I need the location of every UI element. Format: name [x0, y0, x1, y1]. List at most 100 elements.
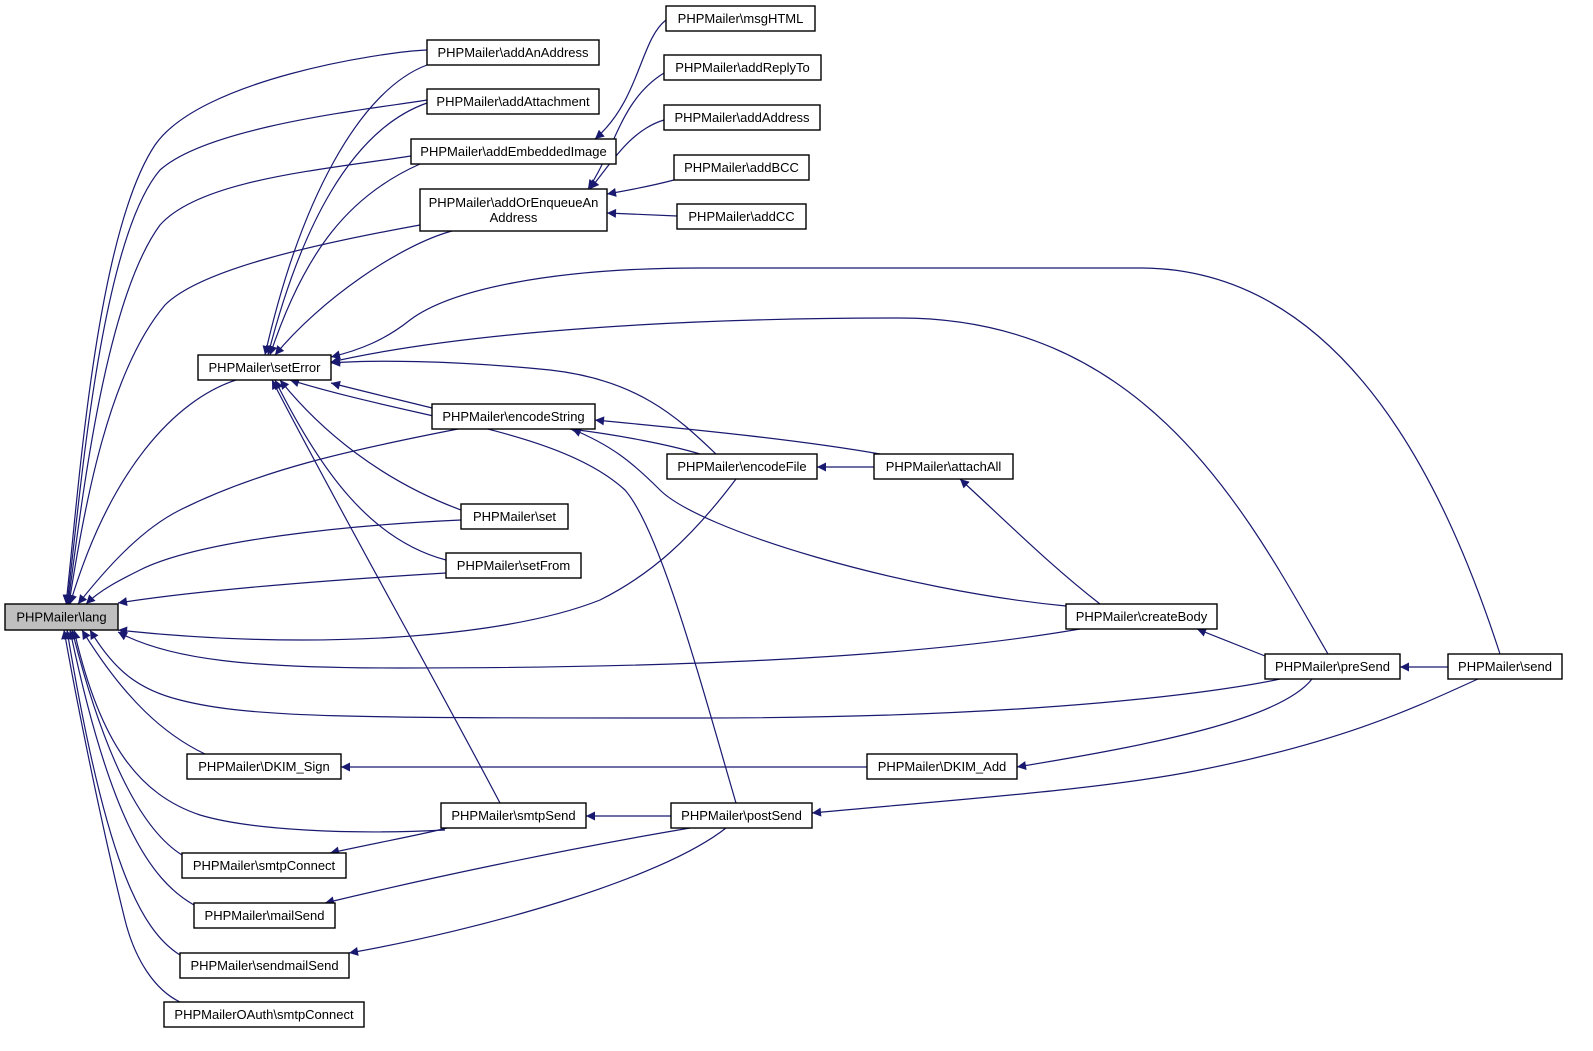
edge-addEmbeddedImage-to-setError: [268, 163, 421, 356]
node-label-preSend: PHPMailer\preSend: [1275, 659, 1390, 674]
node-set[interactable]: PHPMailer\set: [460, 503, 569, 530]
edge-mailSend-to-lang: [67, 629, 195, 906]
node-box-addOrEnqueue[interactable]: [419, 188, 608, 232]
node-DKIM_Add[interactable]: PHPMailer\DKIM_Add: [866, 753, 1018, 780]
node-box-setFrom[interactable]: [445, 552, 582, 579]
node-addBCC[interactable]: PHPMailer\addBCC: [673, 154, 810, 181]
edge-addAnAddress-to-lang: [62, 49, 428, 605]
edge-createBody-to-lang: [117, 628, 1081, 669]
node-box-postSend[interactable]: [670, 802, 813, 829]
node-box-DKIM_Add[interactable]: [866, 753, 1018, 780]
node-box-encodeString[interactable]: [431, 403, 596, 430]
node-msgHTML[interactable]: PHPMailer\msgHTML: [665, 5, 816, 32]
edge-createBody-to-attachAll: [959, 478, 1101, 605]
node-label-mailSend: PHPMailer\mailSend: [205, 908, 325, 923]
edge-send-to-postSend: [811, 678, 1479, 817]
node-sendmailSend[interactable]: PHPMailer\sendmailSend: [179, 952, 350, 979]
node-box-lang[interactable]: [4, 603, 119, 631]
node-label-addOrEnqueue-line1: PHPMailer\addOrEnqueueAn: [429, 195, 599, 210]
node-box-oauthSmtpConnect[interactable]: [163, 1001, 365, 1028]
node-DKIM_Sign[interactable]: PHPMailer\DKIM_Sign: [186, 753, 342, 780]
node-box-addCC[interactable]: [676, 203, 807, 230]
node-box-createBody[interactable]: [1065, 603, 1218, 630]
node-setError[interactable]: PHPMailer\setError: [197, 354, 332, 381]
node-label-postSend: PHPMailer\postSend: [681, 808, 802, 823]
edge-encodeFile-to-setError: [330, 357, 717, 455]
edge-postSend-to-setError: [289, 378, 737, 804]
node-addEmbeddedImage[interactable]: PHPMailer\addEmbeddedImage: [410, 138, 617, 165]
node-send[interactable]: PHPMailer\send: [1447, 653, 1563, 680]
edge-set-to-lang: [85, 519, 462, 605]
node-box-set[interactable]: [460, 503, 569, 530]
node-encodeFile[interactable]: PHPMailer\encodeFile: [666, 453, 818, 480]
node-smtpConnect[interactable]: PHPMailer\smtpConnect: [181, 852, 347, 879]
node-label-set: PHPMailer\set: [473, 509, 556, 524]
node-smtpSend[interactable]: PHPMailer\smtpSend: [440, 802, 587, 829]
edge-DKIM_Sign-to-lang: [81, 629, 206, 755]
node-lang[interactable]: PHPMailer\lang: [4, 603, 119, 631]
node-box-setError[interactable]: [197, 354, 332, 381]
edge-setFrom-to-lang: [117, 572, 447, 607]
node-label-addOrEnqueue-line2: Address: [490, 210, 538, 225]
node-setFrom[interactable]: PHPMailer\setFrom: [445, 552, 582, 579]
edge-setFrom-to-setError: [274, 379, 447, 561]
nodes-layer: PHPMailer\langPHPMailer\addAnAddressPHPM…: [4, 5, 1563, 1028]
node-addAddress[interactable]: PHPMailer\addAddress: [663, 104, 821, 131]
node-addAttachment[interactable]: PHPMailer\addAttachment: [426, 88, 600, 115]
edge-oauthSmtpConnect-to-lang: [61, 629, 181, 1003]
node-attachAll[interactable]: PHPMailer\attachAll: [873, 453, 1014, 480]
edge-setError-to-lang: [68, 379, 237, 605]
edge-smtpSend-to-smtpConnect: [329, 827, 448, 856]
node-box-preSend[interactable]: [1264, 653, 1401, 680]
edge-smtpSend-to-setError: [271, 379, 501, 804]
node-box-addAnAddress[interactable]: [426, 39, 600, 66]
node-label-addBCC: PHPMailer\addBCC: [684, 160, 799, 175]
node-label-attachAll: PHPMailer\attachAll: [886, 459, 1002, 474]
node-box-smtpConnect[interactable]: [181, 852, 347, 879]
node-label-DKIM_Add: PHPMailer\DKIM_Add: [878, 759, 1007, 774]
edge-addBCC-to-addOrEnqueue: [606, 179, 675, 197]
node-postSend[interactable]: PHPMailer\postSend: [670, 802, 813, 829]
edge-smtpSend-to-lang: [71, 629, 446, 833]
node-label-setError: PHPMailer\setError: [209, 360, 322, 375]
node-box-encodeFile[interactable]: [666, 453, 818, 480]
node-box-send[interactable]: [1447, 653, 1563, 680]
node-box-addAddress[interactable]: [663, 104, 821, 131]
edge-addAttachment-to-setError: [265, 102, 428, 356]
node-label-smtpSend: PHPMailer\smtpSend: [451, 808, 575, 823]
node-createBody[interactable]: PHPMailer\createBody: [1065, 603, 1218, 630]
node-box-mailSend[interactable]: [193, 902, 336, 929]
node-mailSend[interactable]: PHPMailer\mailSend: [193, 902, 336, 929]
node-box-addAttachment[interactable]: [426, 88, 600, 115]
edge-encodeString-to-setError: [330, 380, 433, 409]
node-preSend[interactable]: PHPMailer\preSend: [1264, 653, 1401, 680]
edge-attachAll-to-encodeString: [594, 416, 881, 455]
node-oauthSmtpConnect[interactable]: PHPMailerOAuth\smtpConnect: [163, 1001, 365, 1028]
node-box-smtpSend[interactable]: [440, 802, 587, 829]
node-label-addCC: PHPMailer\addCC: [688, 209, 794, 224]
node-addAnAddress[interactable]: PHPMailer\addAnAddress: [426, 39, 600, 66]
edge-postSend-to-sendmailSend: [348, 827, 727, 956]
node-addCC[interactable]: PHPMailer\addCC: [676, 203, 807, 230]
edge-encodeFile-to-encodeString: [569, 425, 701, 455]
node-label-addAnAddress: PHPMailer\addAnAddress: [437, 45, 589, 60]
edge-preSend-to-DKIM_Add: [1016, 678, 1313, 770]
node-label-smtpConnect: PHPMailer\smtpConnect: [193, 858, 336, 873]
node-box-DKIM_Sign[interactable]: [186, 753, 342, 780]
node-box-addBCC[interactable]: [673, 154, 810, 181]
node-addReplyTo[interactable]: PHPMailer\addReplyTo: [663, 54, 822, 81]
node-box-attachAll[interactable]: [873, 453, 1014, 480]
node-label-addReplyTo: PHPMailer\addReplyTo: [675, 60, 809, 75]
node-encodeString[interactable]: PHPMailer\encodeString: [431, 403, 596, 430]
edge-encodeString-to-lang: [77, 428, 459, 605]
node-label-setFrom: PHPMailer\setFrom: [457, 558, 570, 573]
node-box-msgHTML[interactable]: [665, 5, 816, 32]
edge-createBody-to-encodeString: [571, 428, 1067, 607]
node-box-addReplyTo[interactable]: [663, 54, 822, 81]
node-box-sendmailSend[interactable]: [179, 952, 350, 979]
edge-preSend-to-createBody: [1196, 628, 1266, 657]
edge-addAnAddress-to-setError: [262, 64, 428, 356]
node-box-addEmbeddedImage[interactable]: [410, 138, 617, 165]
